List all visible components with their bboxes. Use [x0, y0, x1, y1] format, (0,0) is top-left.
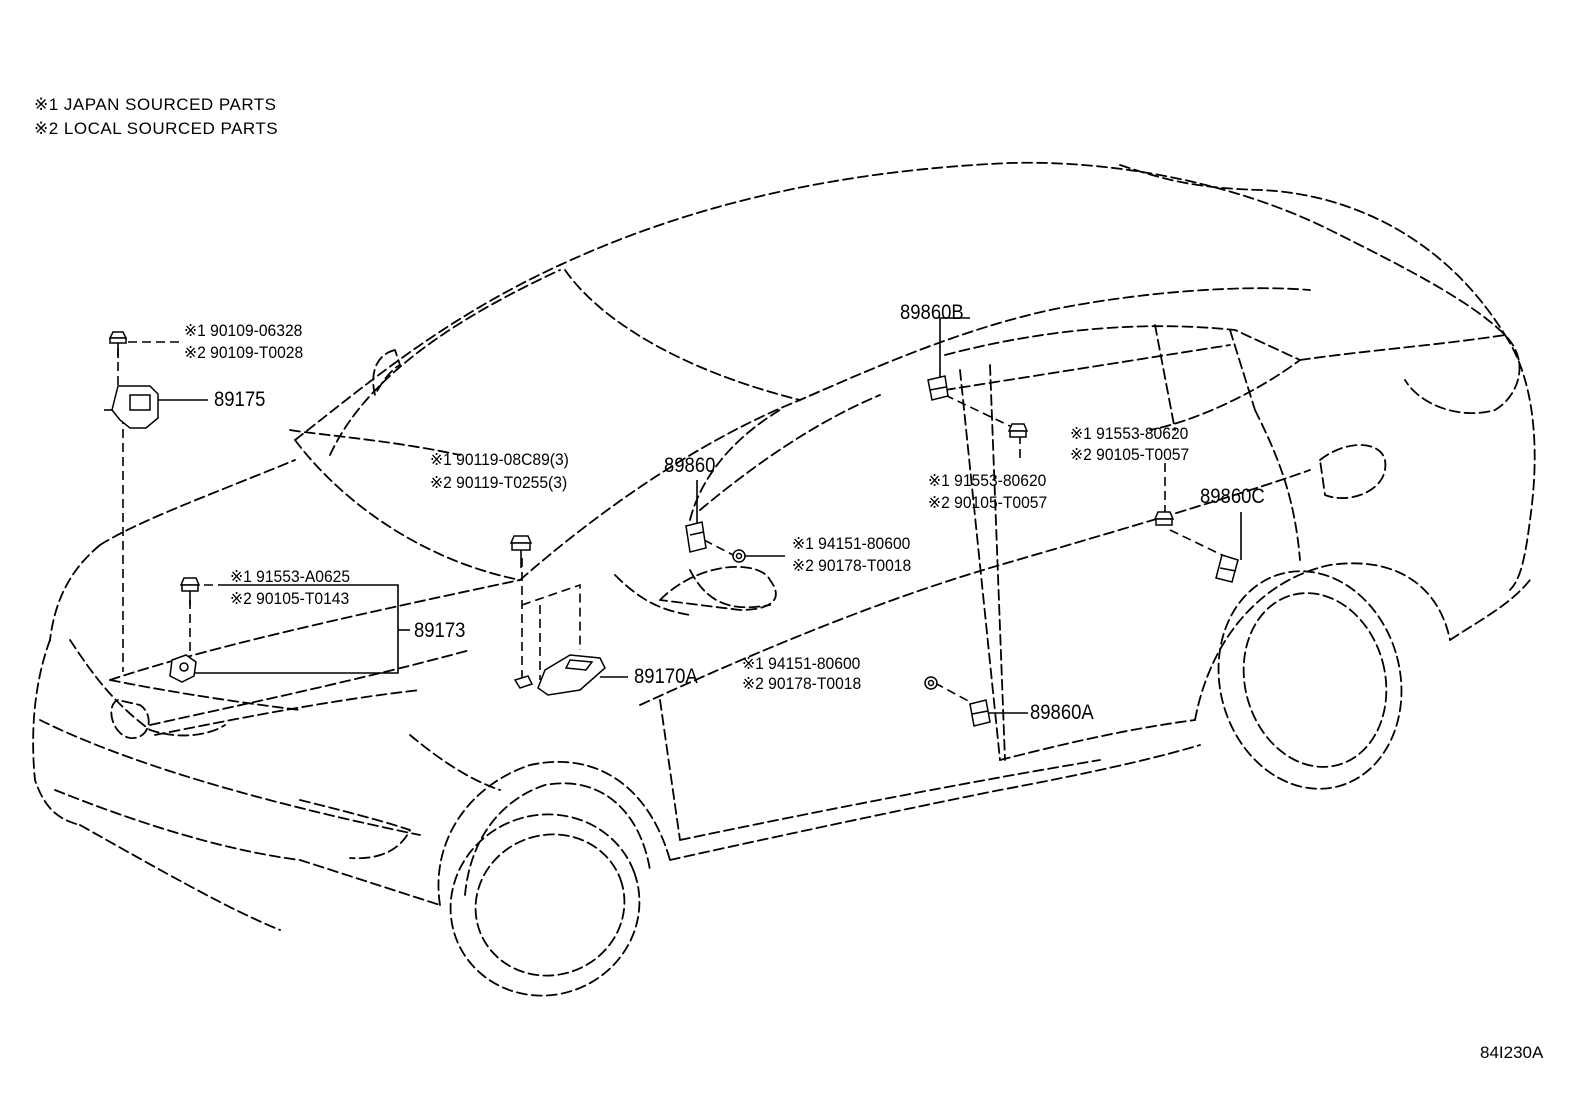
front-sensor-89175-icon [104, 385, 159, 429]
part-number-89173: 89173 [414, 619, 466, 642]
car-body-outline [32, 161, 1536, 997]
bolt-91553-icon [179, 577, 201, 606]
bolt-90119-icon [509, 535, 533, 568]
part-number-89860C: 89860C [1200, 485, 1265, 508]
bolt-89860C-japan-part-number: ※1 91553-80620 [1070, 424, 1189, 443]
bolt-91553-icon [1153, 511, 1175, 526]
nut-89860-local-part-number: ※2 90178-T0018 [792, 556, 912, 575]
bolt-89860B-japan-part-number: ※1 91553-80620 [928, 471, 1047, 490]
nut-89860A-local-part-number: ※2 90178-T0018 [742, 674, 862, 693]
nut-89860A-japan-part-number: ※1 94151-80600 [742, 654, 861, 673]
bolt-89173-local-part-number: ※2 90105-T0143 [230, 589, 350, 608]
bolt-89175-japan-part-number: ※1 90109-06328 [184, 321, 303, 340]
bolt-89173-japan-part-number: ※1 91553-A0625 [230, 567, 351, 586]
part-number-89170A: 89170A [634, 665, 698, 688]
front-sensor-89173-icon [169, 654, 197, 683]
airbag-sensor-assembly-89170A-icon [513, 654, 606, 696]
side-sensor-89860C-icon [1215, 554, 1239, 583]
bolt-89860C-local-part-number: ※2 90105-T0057 [1070, 445, 1190, 464]
figure-code: 84I230A [1480, 1043, 1544, 1062]
nut-94151-icon [924, 676, 938, 690]
part-number-89860: 89860 [664, 454, 716, 477]
bolt-89170A-japan-part-number: ※1 90119-08C89(3) [430, 450, 569, 469]
part-number-89860A: 89860A [1030, 701, 1094, 724]
bolt-91553-icon [1007, 423, 1029, 438]
bolt-89170A-local-part-number: ※2 90119-T0255(3) [430, 473, 568, 492]
legend-local-sourced: ※2 LOCAL SOURCED PARTS [34, 119, 279, 138]
bolt-89860B-local-part-number: ※2 90105-T0057 [928, 493, 1048, 512]
nut-94151-icon [732, 549, 746, 563]
part-number-89860B: 89860B [900, 301, 964, 324]
leader-lines [117, 317, 1242, 714]
nut-89860-japan-part-number: ※1 94151-80600 [792, 534, 911, 553]
legend-japan-sourced: ※1 JAPAN SOURCED PARTS [34, 95, 277, 114]
side-sensor-89860A-icon [969, 699, 991, 727]
side-sensor-89860B-icon [927, 375, 949, 401]
part-number-89175: 89175 [214, 388, 266, 411]
bolt-89175-local-part-number: ※2 90109-T0028 [184, 343, 304, 362]
side-sensor-89860-icon [685, 521, 707, 553]
parts [104, 331, 1239, 727]
bolt-90109-icon [108, 331, 128, 358]
